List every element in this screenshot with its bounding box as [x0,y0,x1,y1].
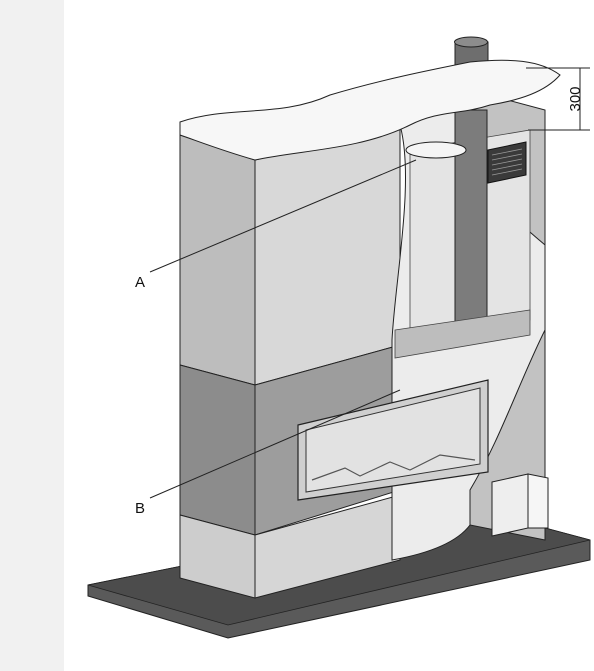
dimension-value: 300 [567,86,584,111]
flue-pipe [454,109,488,336]
vent-slats [491,148,523,176]
leader-line-a [149,159,417,273]
left-middle-band [179,364,256,536]
leader-line-b [149,389,401,499]
air-vent-grille [487,141,527,184]
chimney-stub-top [454,36,488,48]
left-upper-face [179,134,256,386]
left-margin-strip [0,0,64,671]
firebox-glass [305,387,481,493]
dimension-marker [526,67,590,131]
upper-grate [394,309,531,359]
front-upper-panel [254,124,401,386]
label-b: B [135,500,145,517]
label-a: A [135,274,145,291]
fire-logs [311,454,476,481]
control-door-open [527,473,549,529]
deflector-plate [405,141,467,159]
top-slab [179,59,561,161]
control-door [491,473,529,537]
front-lower-panel [254,494,401,599]
